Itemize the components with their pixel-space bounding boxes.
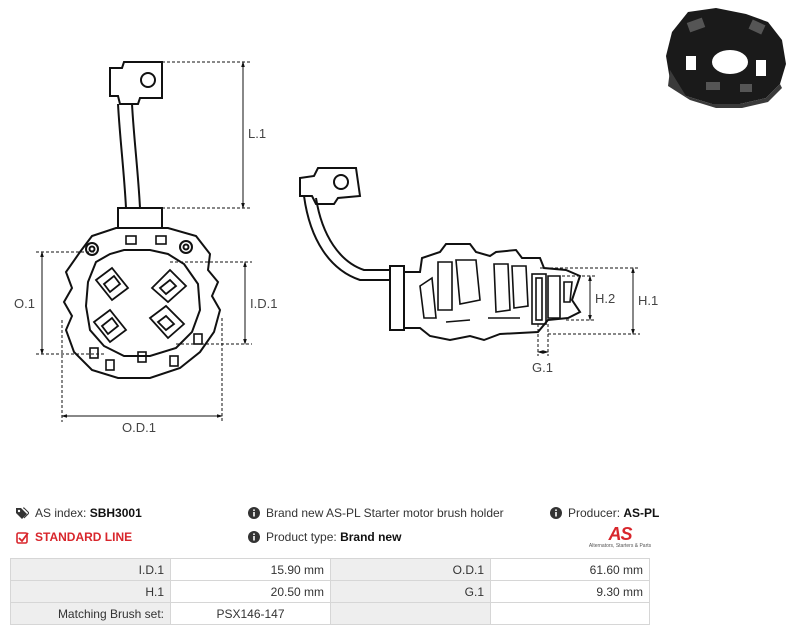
table-row: H.1 20.50 mm G.1 9.30 mm: [10, 580, 650, 603]
spec-label: Matching Brush set:: [10, 602, 171, 625]
producer-label: Producer:: [568, 506, 621, 520]
dimension-h2-label: H.2: [595, 291, 615, 306]
spec-table: I.D.1 15.90 mm O.D.1 61.60 mm H.1 20.50 …: [10, 558, 650, 625]
product-type-value: Brand new: [340, 530, 402, 544]
info-icon: [550, 507, 562, 519]
spec-label: G.1: [330, 580, 491, 603]
as-pl-logo: AS Alternators, Starters & Parts: [588, 525, 652, 553]
as-index-value: SBH3001: [89, 506, 142, 520]
spec-value: PSX146-147: [170, 602, 331, 625]
info-icon: [248, 507, 260, 519]
product-type-row: Product type: Brand new: [248, 530, 401, 544]
dimension-od1-label: O.D.1: [122, 420, 156, 435]
left-view-dimensions: [36, 61, 252, 422]
spec-value: 15.90 mm: [170, 558, 331, 581]
technical-drawing: L.1 O.1 I.D.1 O.D.1: [14, 8, 786, 435]
spec-label: H.1: [10, 580, 171, 603]
dimension-g1-label: G.1: [532, 360, 553, 375]
dimension-o1-label: O.1: [14, 296, 35, 311]
tags-icon: [16, 507, 29, 519]
top-view-drawing: [62, 61, 222, 379]
side-view-drawing: [299, 167, 582, 342]
spec-value: 20.50 mm: [170, 580, 331, 603]
standard-line-label: STANDARD LINE: [35, 530, 133, 544]
producer-row: Producer: AS-PL: [550, 506, 659, 520]
checkbox-icon: [16, 531, 29, 544]
spec-value: [490, 602, 650, 625]
table-row: I.D.1 15.90 mm O.D.1 61.60 mm: [10, 558, 650, 581]
right-view-dimensions: [537, 267, 640, 356]
logo-tagline: Alternators, Starters & Parts: [588, 543, 652, 549]
spec-value: 9.30 mm: [490, 580, 650, 603]
dimension-l1-label: L.1: [248, 126, 266, 141]
product-photo: [666, 8, 786, 108]
spec-label: O.D.1: [330, 558, 491, 581]
standard-line-row: STANDARD LINE: [16, 530, 132, 544]
as-index-row: AS index: SBH3001: [16, 506, 142, 520]
as-index-label: AS index:: [35, 506, 87, 520]
info-icon: [248, 531, 260, 543]
table-row: Matching Brush set: PSX146-147: [10, 602, 650, 625]
description-text: Brand new AS-PL Starter motor brush hold…: [266, 506, 504, 520]
product-type-label: Product type:: [266, 530, 337, 544]
logo-mark: AS: [608, 524, 632, 544]
dimension-h1-label: H.1: [638, 293, 658, 308]
dimension-id1-label: I.D.1: [250, 296, 277, 311]
description-row: Brand new AS-PL Starter motor brush hold…: [248, 506, 504, 520]
spec-label: I.D.1: [10, 558, 171, 581]
spec-value: 61.60 mm: [490, 558, 650, 581]
spec-label: [330, 602, 491, 625]
producer-value: AS-PL: [623, 506, 660, 520]
